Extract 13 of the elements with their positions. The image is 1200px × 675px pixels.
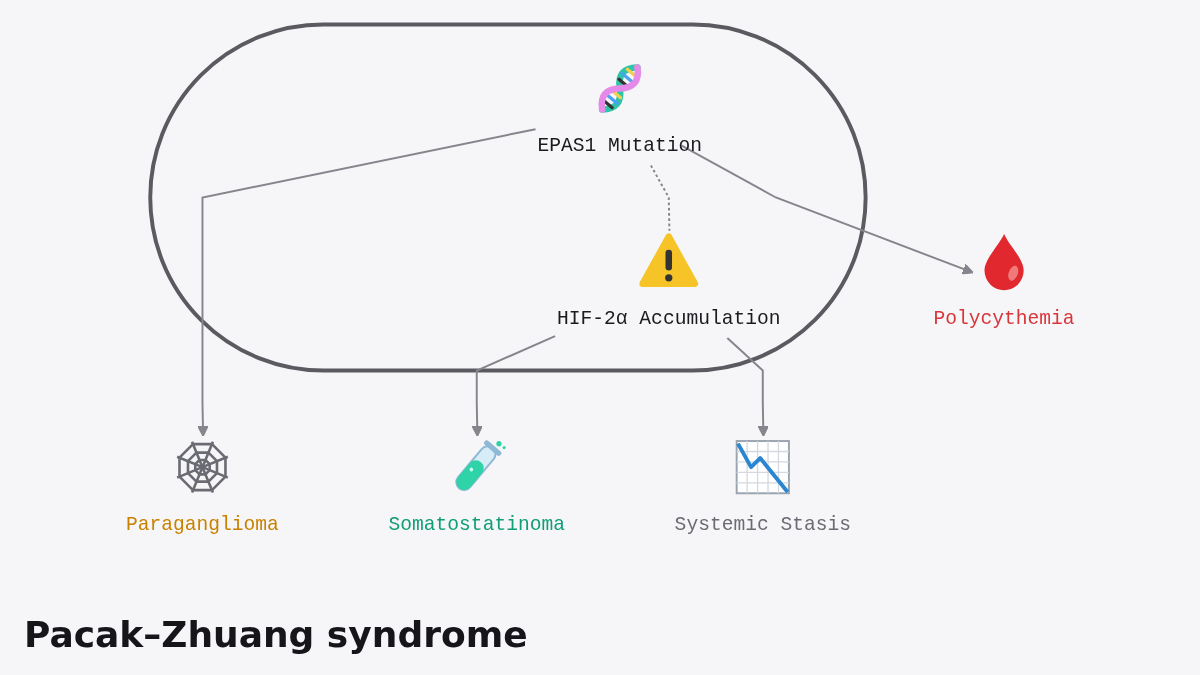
node-label: Somatostatinoma	[388, 514, 565, 537]
node-label: Paraganglioma	[125, 514, 279, 537]
arrow	[471, 335, 556, 437]
title: Pacak–Zhuang syndrome	[24, 614, 528, 655]
node-label: Polycythemia	[933, 308, 1075, 331]
connector	[649, 164, 671, 232]
node-label: EPAS1 Mutation	[537, 135, 702, 158]
arrow	[196, 128, 537, 437]
cluster	[147, 22, 868, 373]
node-label: HIF-2α Accumulation	[556, 308, 781, 331]
node-label: Systemic Stasis	[674, 514, 851, 537]
arrow	[680, 144, 974, 275]
arrow	[726, 336, 769, 437]
